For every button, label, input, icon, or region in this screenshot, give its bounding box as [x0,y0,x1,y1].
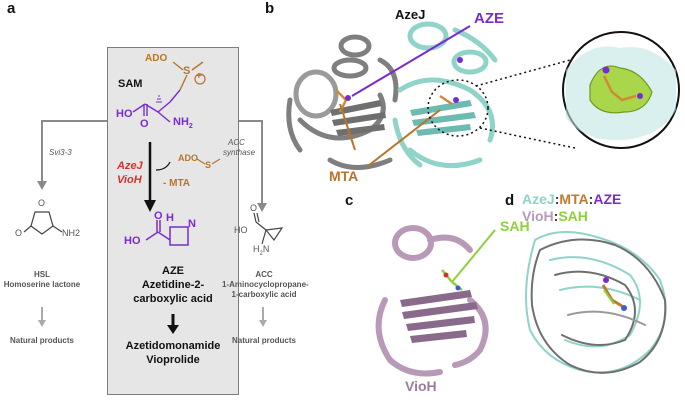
aze-ho: HO [124,235,141,247]
azej-ligand-sticks [335,57,463,113]
vioh-sheets [400,290,478,343]
acc-name: ACC [255,270,273,279]
overlay-ligands [601,277,627,311]
acc-full-name-2: 1-carboxylic acid [231,290,297,299]
product-vioprolide: Vioprolide [146,354,200,366]
enzyme-svi3-3: Svi3-3 [49,148,72,157]
legend-azej: AzeJ [522,191,555,207]
mta-callout-label: MTA [329,168,359,184]
legend-vioh: VioH [522,208,554,224]
vioh-sah-ligand [441,269,463,291]
acc-full-name-1: 1-Aminocyclopropane- [222,280,309,289]
left-natural-products: Natural products [9,336,74,345]
aze-n-atom: N [188,218,196,230]
overlay-legend-line1: AzeJ:MTA:AZE [522,191,621,207]
sam-ho: HO [116,108,133,120]
overlay-teal-trace [525,230,667,374]
aze-name: AZE [162,265,184,277]
hsl-o-ring: O [38,198,46,208]
acc-h2n: H2N [253,244,270,257]
sam-plus-charge: + [196,71,202,82]
panel-label-b: b [265,0,275,17]
hsl-structure-bonds [23,211,63,235]
aze-h-atom: H [166,212,174,224]
side-s-atom: S [205,160,212,170]
legend-colon-2: : [588,191,594,207]
enzyme-vioh: VioH [117,174,142,186]
sam-hashed-wedge [156,95,162,103]
acc-o-atom: O [250,203,258,213]
overlay-gray-trace [530,238,667,374]
right-natural-products: Natural products [231,336,296,345]
aze-structure-bonds [145,220,189,246]
azej-teal-sheets [410,100,476,136]
sam-sulfonium-bonds [172,61,204,91]
sam-ado-label: ADO [145,53,168,64]
vioh-label: VioH [405,378,437,394]
enzyme-acc-synthase-2: synthase [223,148,256,157]
mta-loss-label: - MTA [163,178,191,189]
aze-callout-label: AZE [474,10,504,27]
hsl-name: HSL [34,270,50,279]
azej-teal-subunit [392,21,498,169]
legend-colon-1: : [554,191,560,207]
sam-label: SAM [118,78,143,90]
legend-sah: SAH [558,208,588,224]
hsl-o-carbonyl: O [15,228,23,238]
aze-full-name-2: carboxylic acid [133,293,213,305]
enzyme-azej: AzeJ [117,160,143,172]
product-azetidomonamide: Azetidomonamide [125,340,221,352]
overlay-legend-line2: VioH:SAH [522,208,588,224]
mta-side-bonds [196,158,221,165]
aze-full-name-1: Azetidine-2- [141,279,205,291]
aze-o-atom: O [154,210,163,222]
sam-aminoacid-bonds [132,89,181,123]
panel-label-a: a [7,0,16,17]
hsl-nh2: NH2 [62,228,81,238]
sah-callout-label: SAH [500,218,530,234]
panel-label-c: c [345,192,354,209]
side-ado-label: ADO [178,153,198,163]
acc-structure-bonds [253,212,284,245]
hsl-full-name: Homoserine lactone [3,280,81,289]
panel-label-d: d [505,192,515,209]
sam-s-atom: S [183,65,191,77]
sam-o-atom: O [140,118,149,130]
sam-pathway-box [107,47,239,395]
vioh-helices [375,225,489,377]
legend-colon-3: : [553,208,559,224]
enzyme-acc-synthase-1: ACC [228,138,245,147]
legend-mta: MTA [559,191,589,207]
sam-nh2: NH2 [173,116,193,131]
azej-title: AzeJ [395,7,426,22]
legend-aze: AZE [593,191,622,207]
acc-ho: HO [234,225,248,235]
